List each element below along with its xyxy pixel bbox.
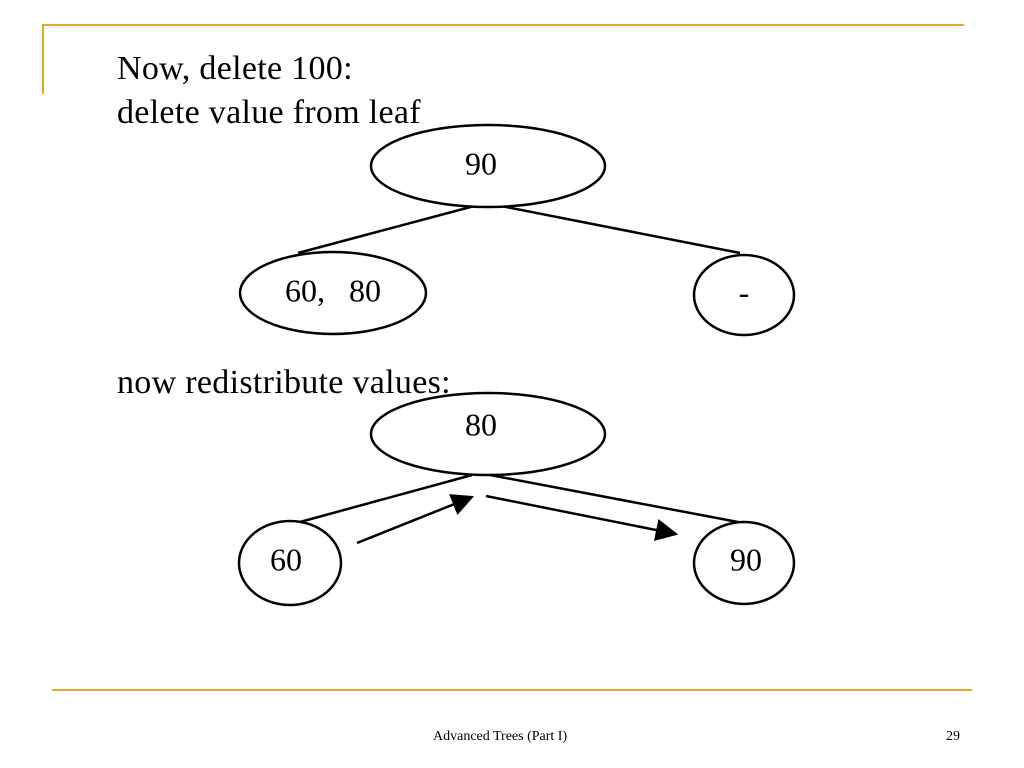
- left-leaf-node: [237, 519, 343, 607]
- heading-line-1: Now, delete 100:: [117, 50, 353, 87]
- arrow-left-leaf-to-root: [356, 494, 475, 545]
- edge-root-to-right-leaf: [495, 203, 741, 255]
- redistribute-caption: now redistribute values:: [117, 364, 451, 401]
- right-leaf-node-empty: [692, 253, 796, 337]
- right-leaf-node: [692, 520, 796, 606]
- page-number: 29: [946, 729, 960, 744]
- footer-divider-line: [52, 689, 972, 691]
- edge-root-to-right-leaf: [489, 473, 739, 524]
- edge-root-to-left-leaf: [297, 203, 479, 255]
- tree-before: 90 60, 80 -: [238, 123, 796, 337]
- root-node: [369, 123, 607, 209]
- footer-title: Advanced Trees (Part I): [433, 729, 568, 744]
- left-leaf-node: [238, 250, 428, 336]
- edge-root-to-left-leaf: [299, 473, 473, 524]
- root-node-value: 90: [465, 145, 497, 181]
- arrow-root-to-right-leaf: [485, 494, 679, 542]
- tree-after: 80 60 90: [237, 391, 796, 607]
- top-accent-line: [42, 24, 964, 26]
- root-node: [369, 391, 607, 477]
- root-node-value: 80: [465, 406, 497, 442]
- left-leaf-values: 60, 80: [285, 272, 381, 308]
- right-leaf-value: 90: [730, 541, 762, 577]
- heading-line-2: delete value from leaf: [117, 94, 421, 131]
- right-leaf-placeholder: -: [739, 274, 750, 310]
- left-leaf-value: 60: [270, 541, 302, 577]
- left-accent-line: [42, 24, 44, 94]
